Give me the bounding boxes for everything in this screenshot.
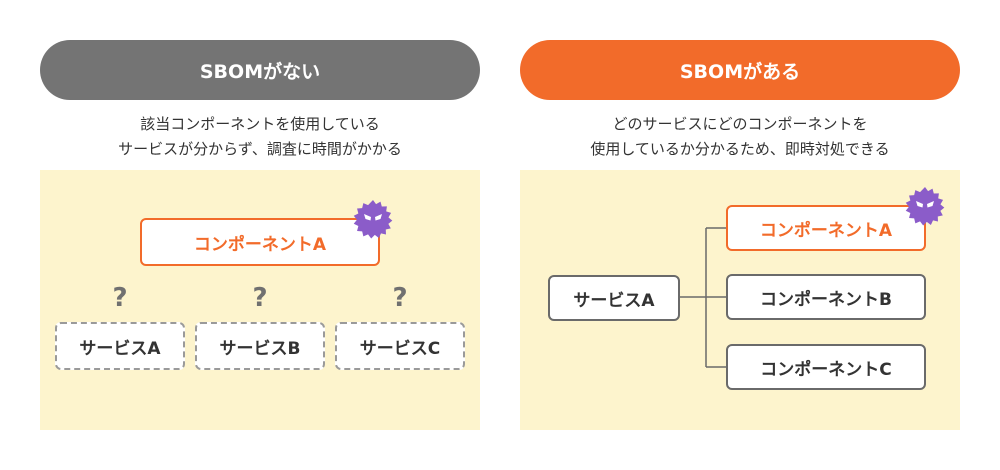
caption-line-2: サービスが分からず、調査に時間がかかる [118,140,402,158]
caption-line-2: 使用しているか分かるため、即時対処できる [590,140,890,158]
service-c-box: サービスC [335,322,465,370]
header-without-sbom: SBOMがない [40,40,480,100]
virus-icon [353,200,393,239]
component-c-box: コンポーネントC [726,344,926,390]
caption-without-sbom: 該当コンポーネントを使用している サービスが分からず、調査に時間がかかる [40,112,480,162]
unknown-mark-a: ? [112,283,128,313]
component-b-box: コンポーネントB [726,274,926,320]
virus-icon [905,187,945,226]
caption-line-1: 該当コンポーネントを使用している [140,115,380,133]
service-a-box: サービスA [548,275,680,321]
caption-with-sbom: どのサービスにどのコンポーネントを 使用しているか分かるため、即時対処できる [520,112,960,162]
service-a-box: サービスA [55,322,185,370]
unknown-mark-c: ? [392,283,408,313]
panel-without-sbom: SBOMがない 該当コンポーネントを使用している サービスが分からず、調査に時間… [40,0,480,470]
header-with-sbom: SBOMがある [520,40,960,100]
service-b-box: サービスB [195,322,325,370]
diagram-area-without-sbom [40,170,480,430]
component-a-box: コンポーネントA [726,205,926,251]
caption-line-1: どのサービスにどのコンポーネントを [612,115,868,133]
panel-with-sbom: SBOMがある どのサービスにどのコンポーネントを 使用しているか分かるため、即… [520,0,960,470]
unknown-mark-b: ? [252,283,268,313]
component-a-box: コンポーネントA [140,218,380,266]
